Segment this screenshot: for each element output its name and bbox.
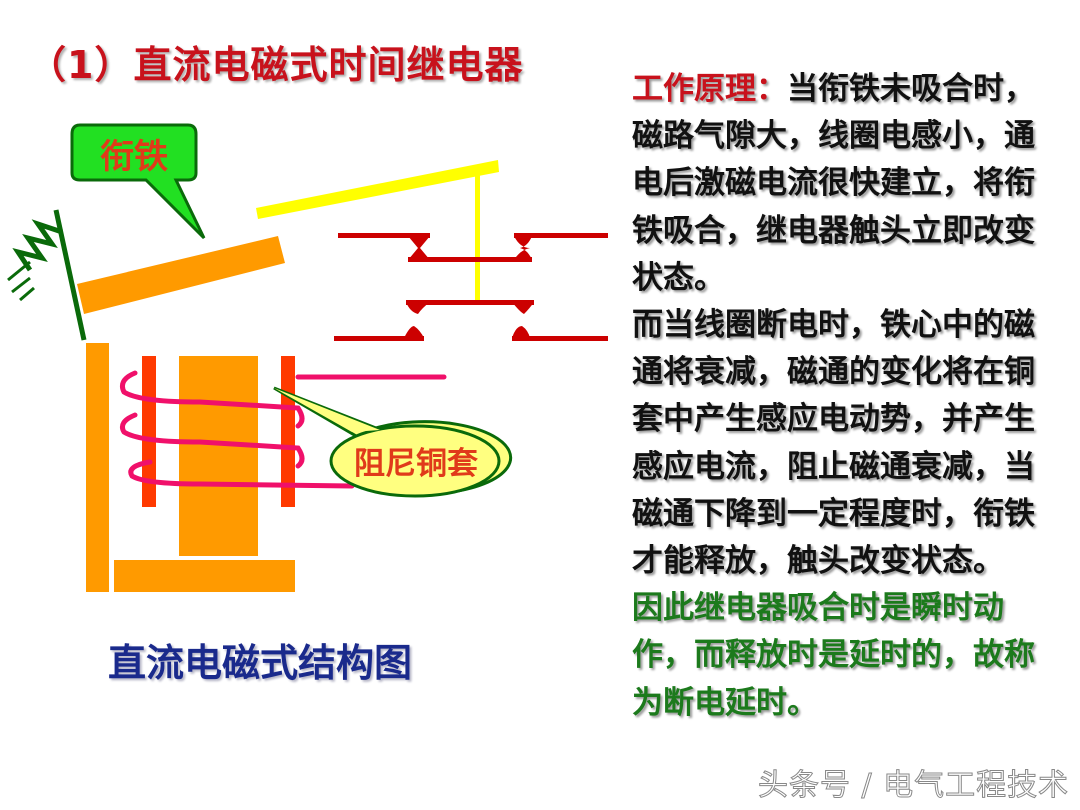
watermark: 头条号 / 电气工程技术 <box>757 768 1070 804</box>
principle-label: 工作原理： <box>632 71 787 107</box>
working-principle-text: 工作原理：当衔铁未吸合时，磁路气隙大，线圈电感小，通电后激磁电流很快建立，将衔铁… <box>632 66 1052 727</box>
callout-armature-label: 衔铁 <box>100 137 168 177</box>
callout-armature: 衔铁 <box>70 123 206 240</box>
lever-rod <box>475 175 480 301</box>
relay-structure-diagram: 衔铁 阻尼铜套 <box>7 123 608 592</box>
copper-sleeve-left <box>142 356 156 507</box>
principle-paragraph-1: 当衔铁未吸合时，磁路气隙大，线圈电感小，通电后激磁电流很快建立，将衔铁吸合，继电… <box>632 71 1035 296</box>
slide-title: （1）直流电磁式时间继电器 <box>28 43 524 87</box>
contact-set <box>334 233 608 341</box>
iron-core <box>86 343 295 592</box>
principle-conclusion: 因此继电器吸合时是瞬时动作，而释放时是延时的，故称为断电延时。 <box>632 590 1035 721</box>
armature-bar <box>77 236 285 314</box>
coil-winding <box>119 370 447 489</box>
spring-icon <box>7 209 87 341</box>
principle-paragraph-2: 而当线圈断电时，铁心中的磁通将衰减，磁通的变化将在铜套中产生感应电动势，并产生感… <box>632 307 1035 580</box>
callout-sleeve: 阻尼铜套 <box>273 386 513 498</box>
contact-lever <box>256 160 499 219</box>
diagram-caption: 直流电磁式结构图 <box>108 641 413 685</box>
callout-sleeve-label: 阻尼铜套 <box>354 446 478 482</box>
